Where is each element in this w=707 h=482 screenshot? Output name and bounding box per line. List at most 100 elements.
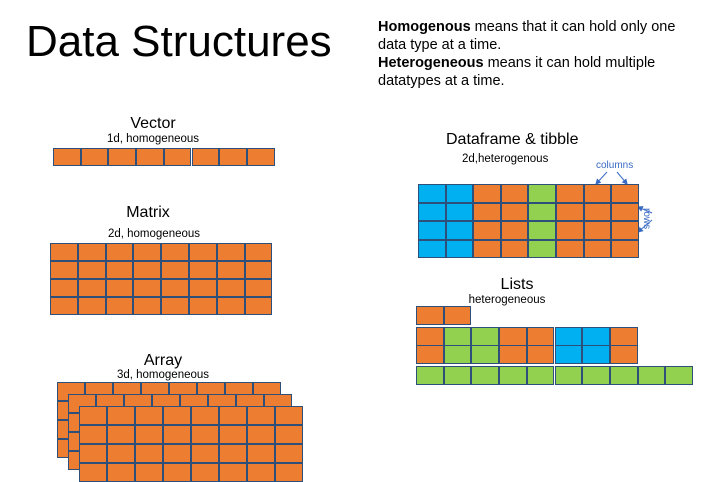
list-cell <box>582 327 610 346</box>
matrix-cell <box>189 261 217 279</box>
array-layer-3-cell <box>163 406 191 425</box>
matrix-cell <box>133 261 162 279</box>
matrix-cell <box>216 279 245 297</box>
definition-heterogeneous-text: means it can hold multiple datatypes at … <box>378 55 656 89</box>
vector-cell <box>219 148 247 166</box>
list-cell <box>416 345 444 364</box>
lists-desc: heterogeneous <box>468 294 546 306</box>
list-cell <box>443 345 472 364</box>
dataframe-cell <box>611 221 639 240</box>
matrix-cell <box>244 279 273 297</box>
list-cell <box>609 366 638 385</box>
dataframe-cell <box>445 184 474 203</box>
array-label: Array <box>143 352 183 369</box>
array-layer-3-cell <box>191 425 219 444</box>
dataframe-cell <box>583 184 612 203</box>
list-cell <box>554 366 583 385</box>
list-cell <box>499 366 527 385</box>
vector-cell <box>80 148 109 166</box>
dataframe-cell <box>418 221 446 240</box>
dataframe-cell <box>528 221 556 240</box>
list-cell <box>554 345 583 364</box>
vector-cell <box>163 148 192 166</box>
list-cell <box>471 345 500 364</box>
vector-cell <box>53 148 81 166</box>
matrix-cell <box>161 261 189 279</box>
definition-homogenous: Homogenous means that it can hold only o… <box>378 18 698 54</box>
array-layer-3-cell <box>247 444 275 463</box>
dataframe-cell <box>473 221 501 240</box>
dataframe-cell <box>445 239 474 258</box>
array-layer-3-cell <box>275 444 303 463</box>
dataframe-cell <box>418 239 446 258</box>
term-heterogeneous: Heterogeneous <box>378 55 484 71</box>
matrix-cell <box>133 243 162 261</box>
columns-arrow-right <box>616 171 628 185</box>
array-layer-3-cell <box>79 444 107 463</box>
dataframe-cell <box>418 202 446 221</box>
dataframe-cell <box>583 239 612 258</box>
matrix-cell <box>50 243 78 261</box>
matrix-cell <box>77 279 106 297</box>
dataframe-cell <box>528 184 556 203</box>
vector-label: Vector <box>130 115 176 132</box>
list-cell <box>416 327 444 346</box>
rows-arrow-bottom <box>637 219 653 233</box>
dataframe-cell <box>611 184 639 203</box>
vector-cell <box>246 148 275 166</box>
dataframe-cell <box>556 239 584 258</box>
array-layer-3-cell <box>219 406 247 425</box>
matrix-cell <box>105 297 134 315</box>
list-cell <box>416 366 444 385</box>
lists-label: Lists <box>500 276 534 293</box>
list-cell <box>554 327 583 346</box>
matrix-cell <box>50 279 78 297</box>
vector-cell <box>136 148 164 166</box>
list-cell <box>416 306 444 325</box>
dataframe-desc: 2d,heterogenous <box>462 153 549 165</box>
array-layer-3-cell <box>247 425 275 444</box>
dataframe-cell <box>445 202 474 221</box>
array-layer-3-cell <box>135 406 163 425</box>
matrix-cell <box>189 297 217 315</box>
list-cell <box>526 327 555 346</box>
list-cell <box>471 327 500 346</box>
array-layer-3-cell <box>163 425 191 444</box>
matrix-cell <box>216 297 245 315</box>
matrix-label: Matrix <box>126 204 170 221</box>
dataframe-cell <box>473 184 501 203</box>
array-layer-3-cell <box>79 425 107 444</box>
term-homogenous: Homogenous <box>378 19 471 35</box>
dataframe-cell <box>556 202 584 221</box>
list-cell <box>471 366 500 385</box>
list-cell <box>582 366 610 385</box>
matrix-cell <box>216 261 245 279</box>
vector-desc: 1d, homogeneous <box>106 133 200 145</box>
list-cell <box>499 345 527 364</box>
dataframe-cell <box>500 239 529 258</box>
list-cell <box>443 327 472 346</box>
matrix-cell <box>244 261 273 279</box>
matrix-cell <box>189 243 217 261</box>
dataframe-cell <box>611 239 639 258</box>
rows-arrow-top <box>636 206 653 214</box>
matrix-cell <box>77 297 106 315</box>
array-layer-3-cell <box>191 444 219 463</box>
matrix-cell <box>133 279 162 297</box>
matrix-cell <box>244 297 273 315</box>
columns-annotation: columns <box>596 160 634 171</box>
dataframe-cell <box>611 202 639 221</box>
vector-cell <box>108 148 137 166</box>
array-layer-3-cell <box>135 444 163 463</box>
dataframe-cell <box>500 221 529 240</box>
vector-cell <box>191 148 220 166</box>
list-cell <box>609 345 638 364</box>
matrix-cell <box>161 279 189 297</box>
matrix-cell <box>244 243 273 261</box>
array-layer-3-cell <box>163 444 191 463</box>
matrix-cell <box>189 279 217 297</box>
dataframe-cell <box>500 184 529 203</box>
dataframe-cell <box>473 202 501 221</box>
array-layer-3-cell <box>247 406 275 425</box>
